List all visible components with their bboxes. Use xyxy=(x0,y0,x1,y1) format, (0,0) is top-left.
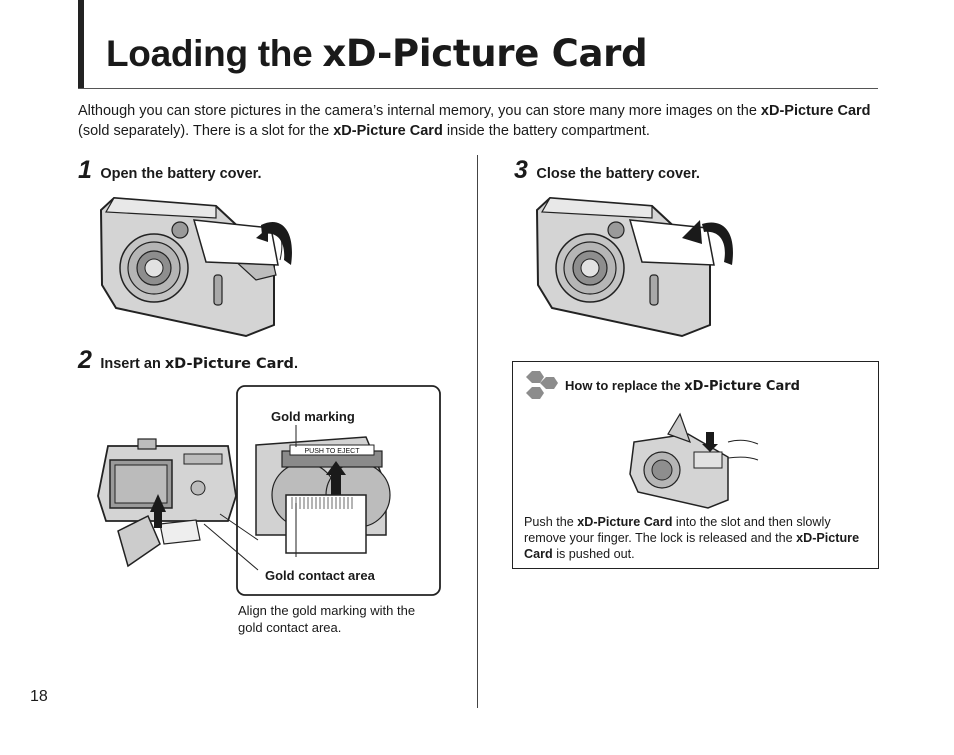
intro-text-3: inside the battery compartment. xyxy=(442,122,650,139)
tip-body-bold-1: xD-Picture Card xyxy=(577,515,673,529)
align-note: Align the gold marking with the gold con… xyxy=(238,603,416,635)
intro-text-1: Although you can store pictures in the c… xyxy=(78,103,761,119)
step-2-number: 2 xyxy=(78,346,92,374)
intro-text-2: (sold separately). There is a slot for t… xyxy=(78,122,334,139)
step-3-text: Close the battery cover. xyxy=(536,166,700,182)
camera-close-cover-illustration xyxy=(535,196,733,338)
step-2-heading: 2 Insert an xD-Picture Card. xyxy=(78,346,298,375)
hexagon-tip-icon xyxy=(526,371,558,399)
step-1-number: 1 xyxy=(78,156,92,184)
step-1-heading: 1 Open the battery cover. xyxy=(78,156,262,185)
intro-bold-1: xD-Picture Card xyxy=(760,103,871,119)
tip-body-text-2: into the slot and then slowly remove you… xyxy=(524,515,831,545)
step-2-text-suffix: . xyxy=(293,356,298,372)
step-2-text-prefix: Insert an xyxy=(100,356,165,372)
tip-title-emphasis: xD-Picture Card xyxy=(684,379,800,394)
tip-body-bold-2: xD-Picture Card xyxy=(524,531,860,561)
step-3-heading: 3 Close the battery cover. xyxy=(514,156,700,185)
intro-paragraph: Although you can store pictures in the c… xyxy=(78,102,880,141)
title-accent-bar xyxy=(78,0,84,88)
tip-title-prefix: How to replace the xyxy=(565,378,685,393)
intro-bold-2: xD-Picture Card xyxy=(333,122,443,139)
column-divider xyxy=(477,155,478,708)
camera-open-cover-illustration xyxy=(99,196,292,338)
page-title: Loading the xD-Picture Card xyxy=(106,32,648,75)
title-rule xyxy=(78,88,878,89)
step-2-text-emphasis: xD-Picture Card xyxy=(164,356,294,372)
camera-insert-card-illustration xyxy=(97,438,237,568)
gold-marking-label: Gold marking xyxy=(271,409,355,424)
tip-body: Push the xD-Picture Card into the slot a… xyxy=(524,514,864,562)
title-prefix: Loading the xyxy=(106,33,323,74)
callout-connector-lines xyxy=(203,513,259,571)
gold-contact-label: Gold contact area xyxy=(265,568,375,583)
step-3-number: 3 xyxy=(514,156,528,184)
tip-body-text-1: Push the xyxy=(524,515,578,529)
step-2-text: Insert an xD-Picture Card. xyxy=(100,356,298,372)
title-emphasis: xD-Picture Card xyxy=(322,32,648,75)
tip-box xyxy=(512,361,879,569)
tip-title: How to replace the xD-Picture Card xyxy=(565,378,800,394)
tip-body-text-3: is pushed out. xyxy=(552,547,635,561)
page-number: 18 xyxy=(30,688,48,705)
step-1-text: Open the battery cover. xyxy=(100,166,262,182)
card-slot-zoom-callout: PUSH TO EJECT xyxy=(236,385,441,596)
camera-eject-card-illustration xyxy=(629,412,759,509)
card-eject-label: PUSH TO EJECT xyxy=(305,448,361,455)
